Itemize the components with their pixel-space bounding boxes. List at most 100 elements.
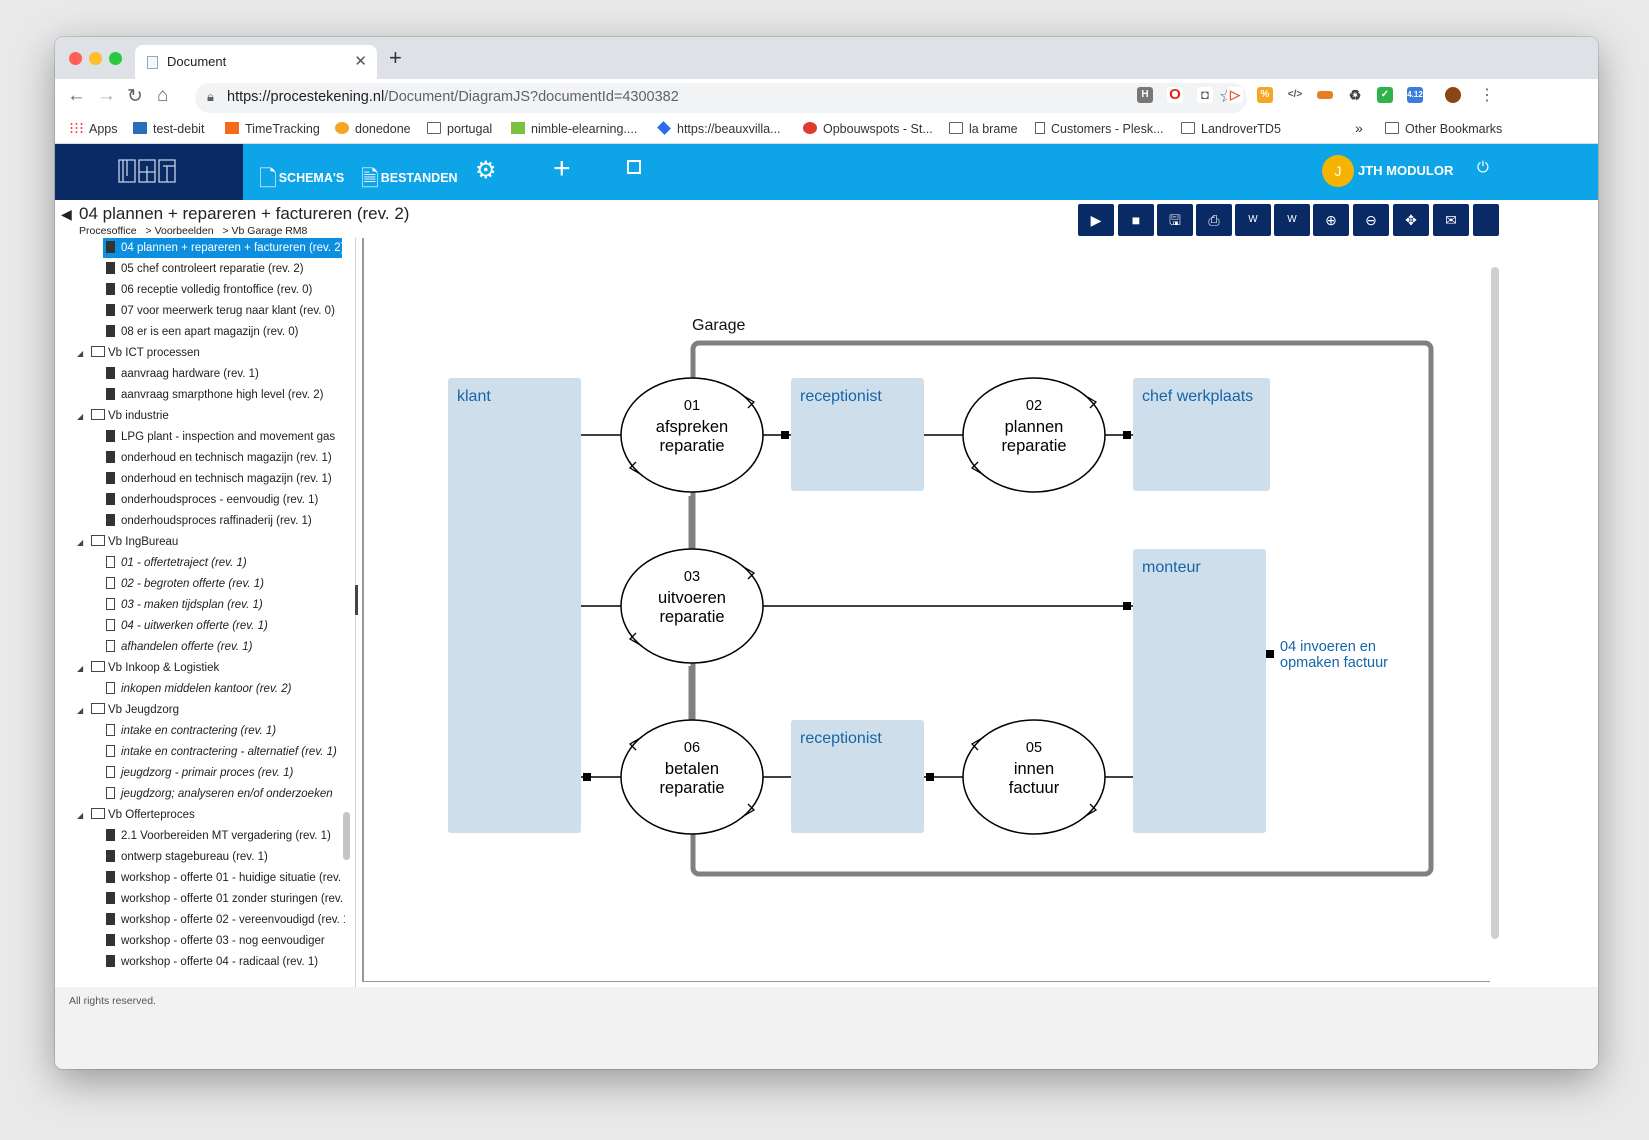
tree-document[interactable]: 03 - maken tijdsplan (rev. 1) [106,595,263,615]
add-icon[interactable]: + [553,152,571,185]
version-badge-icon[interactable]: 4.12 [1407,87,1423,103]
stop-button[interactable]: ■ [1118,204,1154,236]
send-icon[interactable]: ▷ [1227,87,1243,103]
user-avatar[interactable]: J [1322,155,1354,187]
bookmark-test-debit[interactable]: test-debit [133,122,204,136]
tree-document[interactable]: ontwerp stagebureau (rev. 1) [106,847,268,867]
nav-schemas[interactable]: 🗋︎SCHEMA'S [259,162,344,200]
logo-area[interactable] [55,144,243,200]
tree-document[interactable]: 04 - uitwerken offerte (rev. 1) [106,616,268,636]
process-01[interactable]: 01 afspreken reparatie [620,377,764,493]
save-button[interactable]: 🖫︎ [1157,204,1193,236]
tree-document[interactable]: 2.1 Voorbereiden MT vergadering (rev. 1) [106,826,331,846]
tree-folder[interactable]: ◢Vb IngBureau [77,532,178,552]
expand-caret-icon[interactable]: ◢ [77,811,84,820]
bookmark-apps[interactable]: Apps [69,122,118,136]
email-button[interactable]: ✉ [1433,204,1469,236]
bookmarks-overflow-icon[interactable]: » [1355,120,1363,136]
back-icon[interactable]: ← [67,85,86,106]
check-icon[interactable]: ✓ [1377,87,1393,103]
splitter-handle[interactable] [355,585,358,615]
chrome-menu-icon[interactable]: ⋮ [1479,87,1495,104]
export-word-alt-button[interactable]: W [1274,204,1310,236]
tree-folder[interactable]: ◢Vb industrie [77,406,169,426]
opera-icon[interactable]: O [1167,87,1183,103]
process-05[interactable]: 05 innen factuur [962,719,1106,835]
print-button[interactable]: ⎙ [1196,204,1232,236]
home-icon[interactable]: ⌂ [157,85,169,106]
coupon-icon[interactable]: % [1257,87,1273,103]
move-button[interactable]: ✥ [1393,204,1429,236]
collapse-arrow-icon[interactable]: ◀ [61,206,72,222]
role-receptionist-top[interactable] [791,378,924,491]
zoom-out-button[interactable]: ⊖ [1353,204,1389,236]
extension-h-icon[interactable]: H [1137,87,1153,103]
tree-document[interactable]: intake en contractering - alternatief (r… [106,742,337,762]
tree-document[interactable]: aanvraag hardware (rev. 1) [106,364,259,384]
maximize-window-button[interactable] [109,52,122,65]
tree-document[interactable]: 04 plannen + repareren + factureren (rev… [103,238,345,258]
tree-document[interactable]: inkopen middelen kantoor (rev. 2) [106,679,291,699]
tree-document[interactable]: workshop - offerte 01 - huidige situatie… [106,868,345,888]
bookmark-timetracking[interactable]: TimeTracking [225,122,320,136]
role-chef-werkplaats[interactable] [1133,378,1270,491]
fullscreen-icon[interactable] [627,160,641,174]
expand-caret-icon[interactable]: ◢ [77,349,84,358]
diagram-canvas[interactable]: Garage klant receptionist chef werkplaat… [362,238,1490,982]
tree-document[interactable]: workshop - offerte 03 - nog eenvoudiger [106,931,325,951]
close-window-button[interactable] [69,52,82,65]
tree-document[interactable]: onderhoudsproces - eenvoudig (rev. 1) [106,490,318,510]
breadcrumb-item[interactable]: > Voorbeelden [145,225,214,237]
tree-document[interactable]: workshop - offerte 01 zonder sturingen (… [106,889,345,909]
external-process-label[interactable]: opmaken factuur [1280,655,1388,671]
tree-document[interactable]: afhandelen offerte (rev. 1) [106,637,252,657]
tree-folder[interactable]: ◢Vb Jeugdzorg [77,700,179,720]
zoom-in-button[interactable]: ⊕ [1313,204,1349,236]
tree-document[interactable]: workshop - offerte 02 - vereenvoudigd (r… [106,910,345,930]
tree-document[interactable]: workshop - offerte 04 - radicaal (rev. 1… [106,952,318,972]
tree-document[interactable]: 06 receptie volledig frontoffice (rev. 0… [106,280,312,300]
code-icon[interactable]: </> [1287,87,1303,103]
sidebar-vertical-scrollbar[interactable] [343,812,350,860]
tree-document[interactable]: 08 er is een apart magazijn (rev. 0) [106,322,298,342]
user-name[interactable]: JTH MODULOR [1358,163,1454,178]
process-02[interactable]: 02 plannen reparatie [962,377,1106,493]
profile-avatar-icon[interactable] [1445,87,1461,103]
expand-caret-icon[interactable]: ◢ [77,706,84,715]
address-bar[interactable]: 🔒︎ https://procestekening.nl/Document/Di… [195,83,1247,113]
export-word-button[interactable]: W [1235,204,1271,236]
role-receptionist-bottom[interactable] [791,720,924,833]
minimize-window-button[interactable] [89,52,102,65]
tree-document[interactable]: intake en contractering (rev. 1) [106,721,276,741]
nav-files[interactable]: 🗎︎BESTANDEN [361,162,458,200]
tree-document[interactable]: 05 chef controleert reparatie (rev. 2) [106,259,304,279]
expand-caret-icon[interactable]: ◢ [77,538,84,547]
role-monteur[interactable] [1133,549,1266,833]
bookmark-nimble[interactable]: nimble-elearning.... [511,122,637,136]
splitter[interactable] [355,238,356,1017]
process-03[interactable]: 03 uitvoeren reparatie [620,548,764,664]
tree-document[interactable]: jeugdzorg; analyseren en/of onderzoeken [106,784,333,804]
forward-icon[interactable]: → [97,85,116,106]
tree-document[interactable]: LPG plant - inspection and movement gas [106,427,335,447]
recycle-icon[interactable]: ♻ [1347,87,1363,103]
bookmark-landrovertd5[interactable]: LandroverTD5 [1181,122,1281,136]
breadcrumb-item[interactable]: > Vb Garage RM8 [222,225,308,237]
tab-close-icon[interactable]: ✕ [354,53,367,70]
canvas-vertical-scrollbar[interactable] [1491,267,1499,939]
bookmark-donedone[interactable]: donedone [335,122,411,136]
tree-folder[interactable]: ◢Vb Inkoop & Logistiek [77,658,219,678]
bookmark-beauxvilla[interactable]: https://beauxvilla... [657,121,781,136]
browser-tab[interactable]: Document ✕ [135,45,377,79]
expand-caret-icon[interactable]: ◢ [77,412,84,421]
external-process-label[interactable]: 04 invoeren en [1280,639,1376,655]
url-text[interactable]: https://procestekening.nl/Document/Diagr… [227,89,679,105]
bookmark-opbouwspots[interactable]: Opbouwspots - St... [803,122,933,136]
bookmark-customers-plesk[interactable]: Customers - Plesk... [1035,122,1164,136]
more-button[interactable] [1473,204,1499,236]
bookmark-la-brame[interactable]: la brame [949,122,1018,136]
settings-gears-icon[interactable]: ⚙ [475,157,497,184]
tree-document[interactable]: 02 - begroten offerte (rev. 1) [106,574,264,594]
role-klant[interactable] [448,378,581,833]
bookmark-portugal[interactable]: portugal [427,122,492,136]
